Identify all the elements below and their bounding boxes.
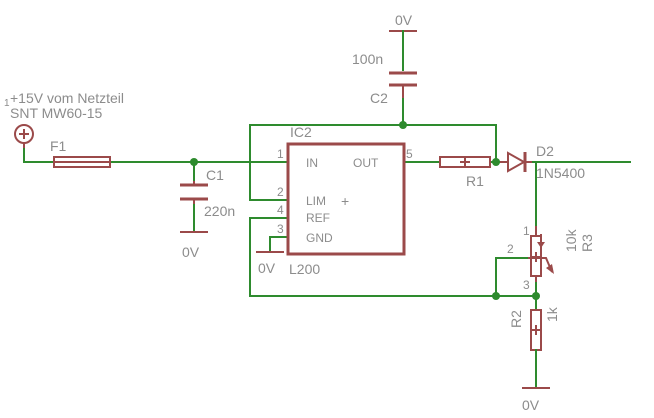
pin-ref-label: REF [306,211,330,225]
junction-r1-d2 [492,158,500,166]
c1-name: C1 [206,167,224,183]
r2-name: R2 [508,310,524,328]
capacitor-c1: C1 220n [180,167,235,219]
pin-1-number: 1 [277,147,284,161]
r1-name: R1 [466,173,484,189]
d2-name: D2 [536,143,554,159]
d2-triangle [507,151,527,173]
c2-name: C2 [370,90,388,106]
r3-pin-3: 3 [523,278,530,292]
potentiometer-r3: 1 2 3 10k R3 [507,224,595,292]
ground-r2: 0V [522,387,550,413]
ic-part: L200 [289,261,320,277]
junction-wiper [492,292,500,300]
fuse-name: F1 [50,138,67,154]
c1-value: 220n [204,203,235,219]
c2-value: 100n [352,51,383,67]
ic-name: IC2 [290,124,312,140]
r3-pin-1: 1 [523,224,530,238]
pin-5-number: 5 [406,147,413,161]
capacitor-c2: 0V 100n C2 [352,12,417,106]
pin-3-number: 3 [277,222,284,236]
r3-value: 10k [563,228,579,252]
junction-c1 [190,158,198,166]
ground-label: 0V [522,397,540,413]
d2-part: 1N5400 [536,165,585,181]
ground-label: 0V [258,260,276,276]
pin-gnd-label: GND [306,231,333,245]
r3-adjust-arrow-head [537,242,545,248]
junctions [190,121,540,300]
resistor-r2: R2 1k [508,295,560,389]
fuse-f1: F1 [50,138,111,168]
pin-4-number: 4 [277,203,284,217]
pin-lim-label: LIM [306,194,326,208]
ic-l200: IC2 L200 IN OUT LIM REF GND 1 2 4 3 5 + [277,124,413,277]
source-label: +15V vom Netzteil [10,90,124,106]
ground-ic: 0V [256,251,284,276]
ground-c1: 0V [180,231,208,260]
wires [23,97,631,297]
diode-d2: D2 1N5400 [500,143,585,181]
resistor-r1: R1 [439,156,491,189]
ground-label: 0V [182,244,200,260]
terminal-pin-number: 1 [4,98,10,109]
pin-2-number: 2 [277,185,284,199]
junction-c2 [399,121,407,129]
pin-in-label: IN [306,156,318,170]
ic-origin-marker: + [341,193,349,209]
ic-body [286,142,406,256]
ground-label: 0V [395,12,413,28]
source-part-label: SNT MW60-15 [10,105,103,121]
r2-value: 1k [544,306,560,322]
supply-terminal: 1 +15V vom Netzteil SNT MW60-15 [4,90,124,148]
r3-wiper-arrow [546,264,554,274]
pin-out-label: OUT [353,156,379,170]
r3-name: R3 [579,234,595,252]
r3-pin-2: 2 [507,242,514,256]
